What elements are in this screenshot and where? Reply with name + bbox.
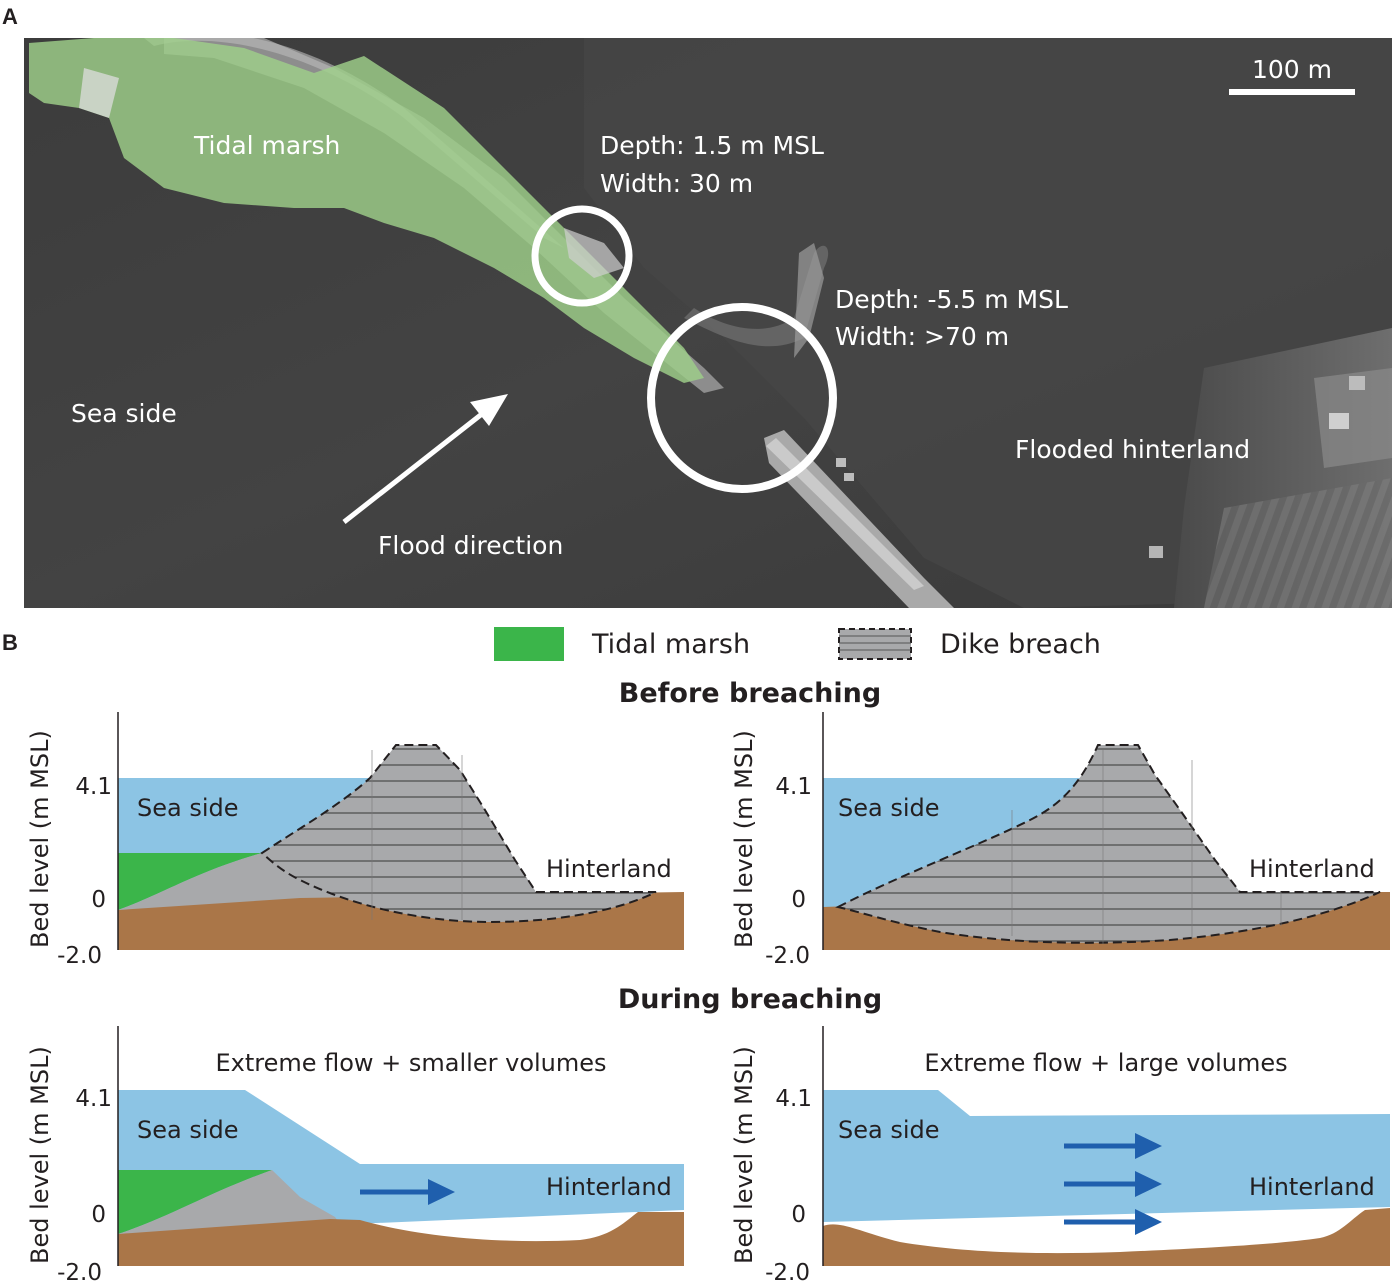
plot-before-marsh: 4.1 0 -2.0 Bed level (m MSL) Sea side Hi…	[0, 700, 700, 970]
ylabel: Bed level (m MSL)	[26, 730, 54, 948]
scale-bar	[1229, 89, 1355, 95]
small-breach-width: Width: 30 m	[600, 169, 753, 198]
ylabel: Bed level (m MSL)	[26, 1046, 54, 1264]
large-breach-depth: Depth: -5.5 m MSL	[835, 285, 1068, 314]
before-breaching-title: Before breaching	[618, 678, 882, 709]
scale-bar-label: 100 m	[1252, 55, 1332, 84]
hinterland-label: Hinterland	[546, 855, 672, 883]
hinterland-label: Hinterland	[1249, 1173, 1375, 1201]
ytick-minus2: -2.0	[765, 1260, 810, 1282]
ytick-4.1: 4.1	[75, 774, 112, 800]
ytick-0: 0	[91, 887, 106, 913]
tidal-marsh-overlay	[29, 38, 704, 383]
ytick-0: 0	[791, 887, 806, 913]
legend-marsh-label: Tidal marsh	[592, 628, 751, 660]
breach-swatch	[838, 628, 912, 660]
marsh-profile	[118, 853, 262, 910]
ytick-0: 0	[791, 1202, 806, 1228]
caption-large-volumes: Extreme flow + large volumes	[924, 1049, 1287, 1077]
hinterland-label: Hinterland	[546, 1173, 672, 1201]
ylabel: Bed level (m MSL)	[730, 730, 758, 948]
during-breaching-title: During breaching	[617, 984, 883, 1015]
marsh-swatch	[494, 627, 564, 661]
large-breach-width: Width: >70 m	[835, 322, 1009, 351]
ytick-4.1: 4.1	[775, 1086, 812, 1112]
dike-breach-profile	[260, 744, 657, 924]
panel-b-letter: B	[2, 630, 18, 655]
hinterland-label: Hinterland	[1249, 855, 1375, 883]
small-breach-depth: Depth: 1.5 m MSL	[600, 131, 824, 160]
legend-breach-label: Dike breach	[940, 628, 1101, 660]
dike-breach-profile	[835, 744, 1381, 944]
plot-during-large: 4.1 0 -2.0 Bed level (m MSL) Extreme flo…	[700, 1012, 1394, 1282]
soil-profile	[118, 1212, 684, 1266]
ytick-minus2: -2.0	[765, 943, 810, 969]
plot-during-small: 4.1 0 -2.0 Bed level (m MSL) Extreme flo…	[0, 1012, 700, 1282]
ytick-minus2: -2.0	[57, 1260, 102, 1282]
legend-marsh: Tidal marsh	[494, 624, 750, 664]
sea-side-label: Sea side	[838, 794, 940, 822]
panel-a-letter: A	[2, 4, 18, 29]
sea-side-label: Sea side	[137, 794, 239, 822]
flooded-hinterland-label: Flooded hinterland	[1015, 435, 1250, 464]
water-profile	[823, 1090, 1390, 1222]
large-breach-circle	[647, 303, 837, 493]
ytick-0: 0	[91, 1202, 106, 1228]
ytick-minus2: -2.0	[57, 943, 102, 969]
caption-small-volumes: Extreme flow + smaller volumes	[215, 1049, 606, 1077]
flood-direction-label: Flood direction	[378, 531, 563, 560]
sea-side-label: Sea side	[71, 399, 177, 428]
sea-side-label: Sea side	[838, 1116, 940, 1144]
ylabel: Bed level (m MSL)	[730, 1046, 758, 1264]
marsh-profile	[118, 1170, 272, 1234]
aerial-photo: 100 m Tidal marsh Depth: 1.5 m MSL Width…	[24, 38, 1392, 608]
ytick-4.1: 4.1	[75, 1086, 112, 1112]
sea-side-label: Sea side	[137, 1116, 239, 1144]
plot-before-no-marsh: 4.1 0 -2.0 Bed level (m MSL) Sea side Hi…	[700, 700, 1394, 970]
tidal-marsh-label: Tidal marsh	[193, 131, 340, 160]
soil-profile	[823, 1208, 1390, 1266]
flood-direction-arrow	[342, 408, 489, 524]
small-breach-circle	[531, 205, 633, 307]
ytick-4.1: 4.1	[775, 774, 812, 800]
legend-breach: Dike breach	[838, 624, 1101, 664]
